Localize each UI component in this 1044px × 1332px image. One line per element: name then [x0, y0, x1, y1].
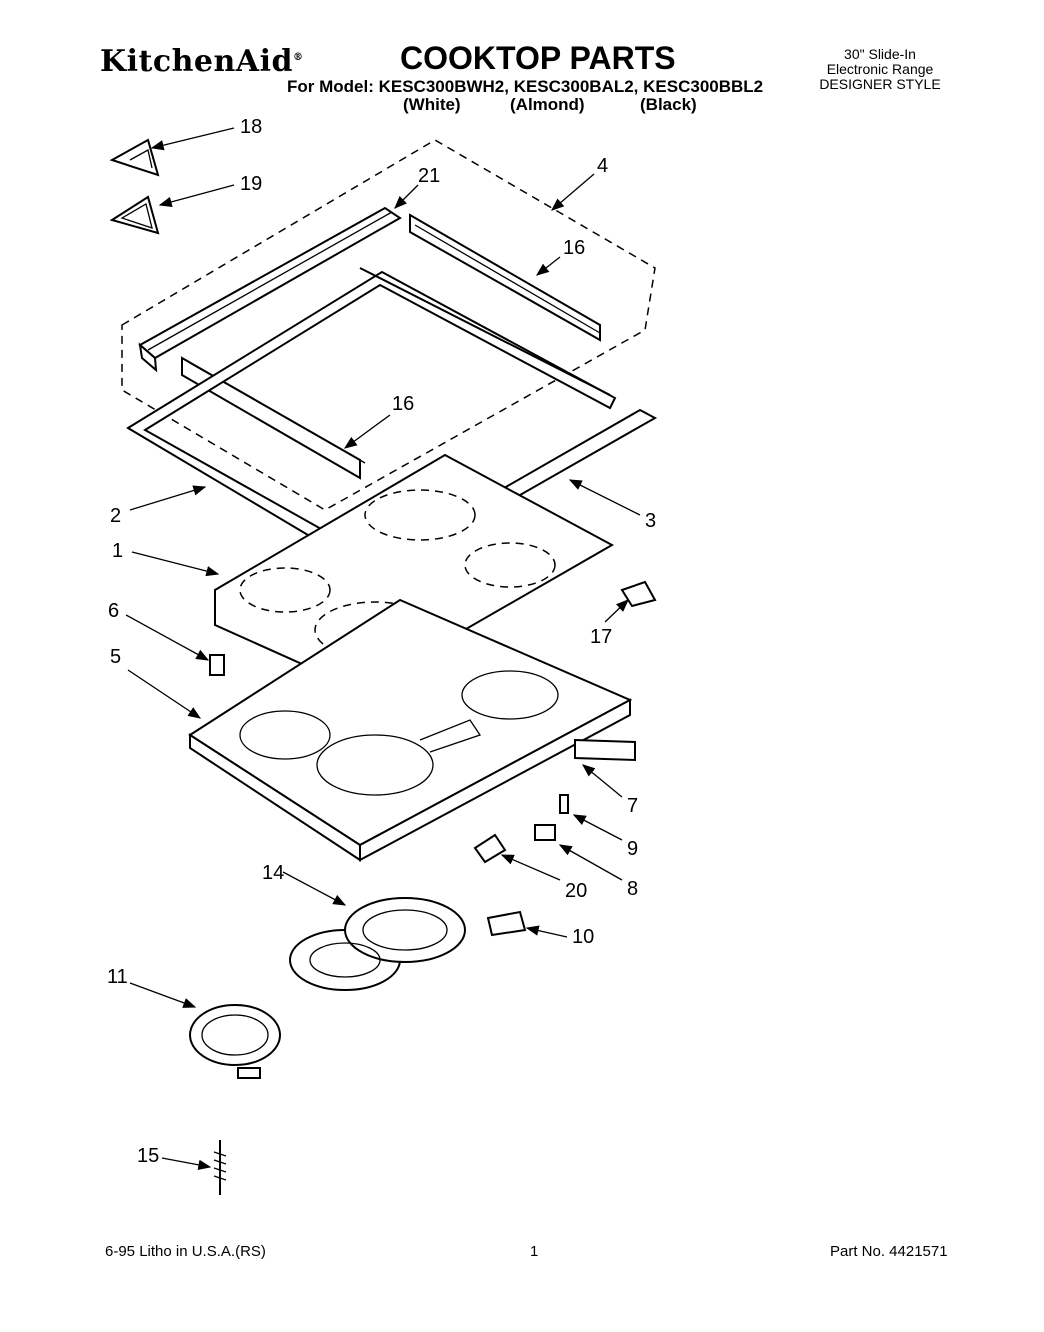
- range-type-line-1: 30" Slide-In: [844, 46, 916, 62]
- range-type-line-2: Electronic Range: [826, 61, 934, 77]
- callout-8: 8: [627, 878, 638, 900]
- callout-11: 11: [107, 966, 128, 988]
- part-11-radiant-element: [189, 1004, 281, 1079]
- part-17-bracket: [620, 580, 657, 608]
- callout-3: 3: [645, 510, 656, 532]
- part-5-burner-box: [188, 598, 633, 862]
- part-14-dual-element: [289, 897, 466, 991]
- brand-logo: KitchenAid®: [100, 44, 304, 79]
- callout-21: 21: [418, 165, 440, 187]
- part-21-rear-trim: [138, 206, 402, 373]
- page-title: COOKTOP PARTS: [400, 40, 676, 76]
- callout-4: 4: [597, 155, 608, 177]
- callout-10: 10: [572, 926, 594, 948]
- part-6-clip: [209, 654, 225, 676]
- callout-6: 6: [108, 600, 119, 622]
- variant-almond: (Almond): [510, 95, 585, 114]
- footer-page-number: 1: [530, 1243, 539, 1260]
- callout-9: 9: [627, 838, 638, 860]
- callout-18: 18: [240, 116, 262, 138]
- part-20-thermal-limiter: [473, 833, 507, 864]
- part-7-bracket: [574, 738, 636, 762]
- part-16-side-channel-right: [409, 213, 601, 342]
- footer-print-info: 6-95 Litho in U.S.A.(RS): [105, 1243, 266, 1260]
- callout-20: 20: [565, 880, 587, 902]
- callout-19: 19: [240, 173, 262, 195]
- footer-part-number: Part No. 4421571: [830, 1243, 948, 1260]
- part-8-clip: [534, 824, 556, 841]
- callout-17: 17: [590, 626, 612, 648]
- range-type-line-3: DESIGNER STYLE: [819, 76, 941, 92]
- model-line: For Model: KESC300BWH2, KESC300BAL2, KES…: [287, 77, 764, 96]
- callout-16-lower: 16: [392, 393, 414, 415]
- part-10-terminal-block: [486, 910, 527, 937]
- callout-14: 14: [262, 862, 284, 884]
- callout-5: 5: [110, 646, 121, 668]
- callout-7: 7: [627, 795, 638, 817]
- part-18-trim-cap: [109, 138, 160, 177]
- variant-white: (White): [403, 95, 461, 114]
- callout-1: 1: [112, 540, 123, 562]
- variant-black: (Black): [640, 95, 697, 114]
- callout-15: 15: [137, 1145, 159, 1167]
- callout-2: 2: [110, 505, 121, 527]
- part-9-screw: [559, 794, 569, 814]
- callout-16-upper: 16: [563, 237, 585, 259]
- part-15-spring: [213, 1140, 227, 1195]
- part-16-side-channel-left: [181, 356, 366, 480]
- part-19-trim-cap: [109, 195, 160, 235]
